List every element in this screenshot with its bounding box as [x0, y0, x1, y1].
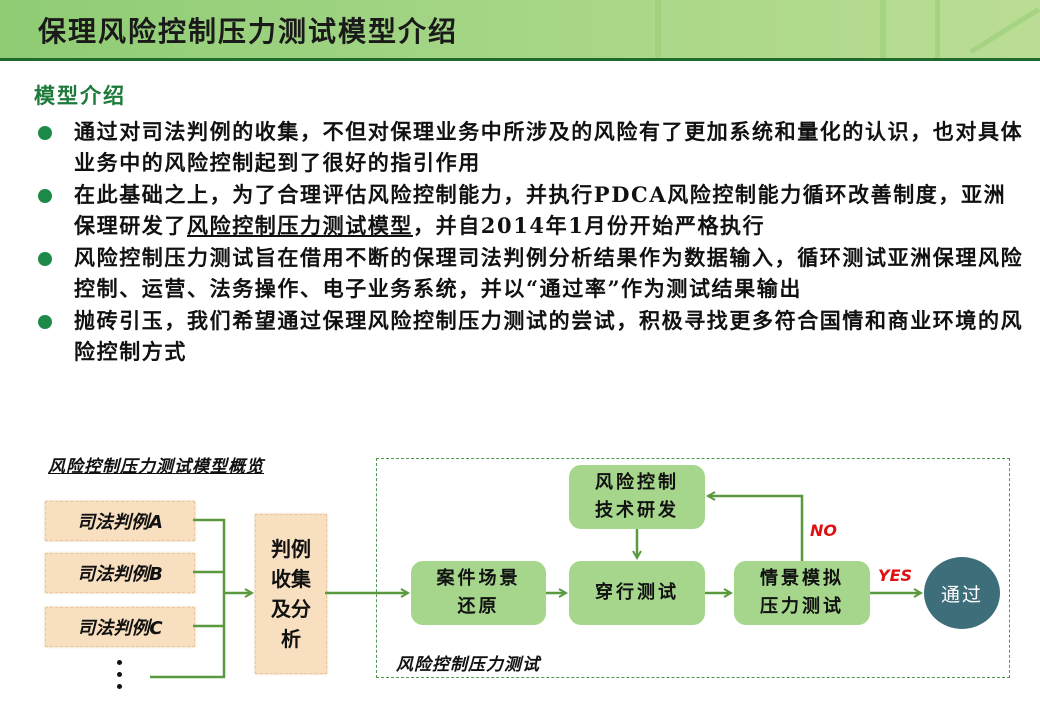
bullet-text: 通过对司法判例的收集，不但对保理业务中所涉及的风险有了更加系统和量化的认识，也对… [74, 119, 1024, 175]
case-box-a: 司法判例A [45, 501, 195, 541]
collect-line: 判例 [271, 537, 311, 561]
node-text: 案件场景 [436, 568, 521, 589]
diagram-title: 风险控制压力测试模型概览 [48, 457, 264, 477]
collect-line: 析 [281, 627, 301, 651]
stress-test-label: 风险控制压力测试 [396, 655, 540, 675]
stress-test-boundary [376, 458, 1010, 678]
bullet-text: 抛砖引玉，我们希望通过保理风险控制压力测试的尝试，积极寻找更多符合国情和商业环境… [74, 308, 1024, 364]
header-decoration [935, 0, 940, 58]
collect-line: 及分 [271, 597, 311, 621]
node-risk-research: 风险控制技术研发 [569, 465, 705, 529]
page-title: 保理风险控制压力测试模型介绍 [38, 15, 459, 48]
node-scene-restore: 案件场景还原 [411, 561, 546, 625]
list-item: 在此基础之上，为了合理评估风险控制能力，并执行PDCA风险控制能力循环改善制度，… [38, 179, 1028, 241]
bullet-icon [38, 189, 52, 203]
list-item: 通过对司法判例的收集，不但对保理业务中所涉及的风险有了更加系统和量化的认识，也对… [38, 116, 1028, 178]
header-decoration [880, 0, 886, 58]
bullet-text: 风险控制压力测试旨在借用不断的保理司法判例分析结果作为数据输入，循环测试亚洲保理… [74, 245, 1024, 301]
node-text: 技术研发 [595, 500, 679, 521]
slide-header: 保理风险控制压力测试模型介绍 [0, 0, 1040, 58]
bullet-icon [38, 315, 52, 329]
case-box-b: 司法判例B [45, 553, 195, 593]
yes-label: YES [878, 566, 913, 585]
node-walkthrough-test: 穿行测试 [569, 561, 705, 625]
pass-circle: 通过 [924, 557, 1000, 629]
node-text: 压力测试 [760, 596, 844, 617]
bullet-icon [38, 126, 52, 140]
node-text: 情景模拟 [760, 568, 844, 589]
collect-line: 收集 [271, 567, 311, 591]
node-text: 风险控制 [595, 472, 679, 493]
case-box-c: 司法判例C [45, 607, 195, 647]
bullet-text: 在此基础之上，为了合理评估风险控制能力，并执行PDCA风险控制能力循环改善制度，… [74, 179, 1028, 241]
node-scenario-stress-test: 情景模拟压力测试 [734, 561, 870, 625]
ellipsis-icon [117, 660, 123, 696]
list-item: 抛砖引玉，我们希望通过保理风险控制压力测试的尝试，积极寻找更多符合国情和商业环境… [38, 305, 1028, 367]
case-collection-box: 判例 收集 及分 析 [255, 514, 327, 674]
bullet-icon [38, 252, 52, 266]
bullet-text-part: ，并自2014年1月份开始严格执行 [413, 213, 766, 238]
list-item: 风险控制压力测试旨在借用不断的保理司法判例分析结果作为数据输入，循环测试亚洲保理… [38, 242, 1028, 304]
node-text: 还原 [457, 596, 500, 617]
header-decoration [655, 0, 661, 58]
node-text: 穿行测试 [595, 582, 679, 603]
underlined-model-name: 风险控制压力测试模型 [187, 213, 413, 238]
bullet-text-part: 在此基础之上，为了合理评估风险控制能力，并执行PDCA风险控制能力循环改善制度，… [74, 182, 1007, 238]
bullet-list: 通过对司法判例的收集，不但对保理业务中所涉及的风险有了更加系统和量化的认识，也对… [38, 116, 1028, 368]
header-divider [0, 58, 1040, 61]
section-subtitle: 模型介绍 [34, 83, 126, 108]
no-label: NO [810, 521, 837, 540]
